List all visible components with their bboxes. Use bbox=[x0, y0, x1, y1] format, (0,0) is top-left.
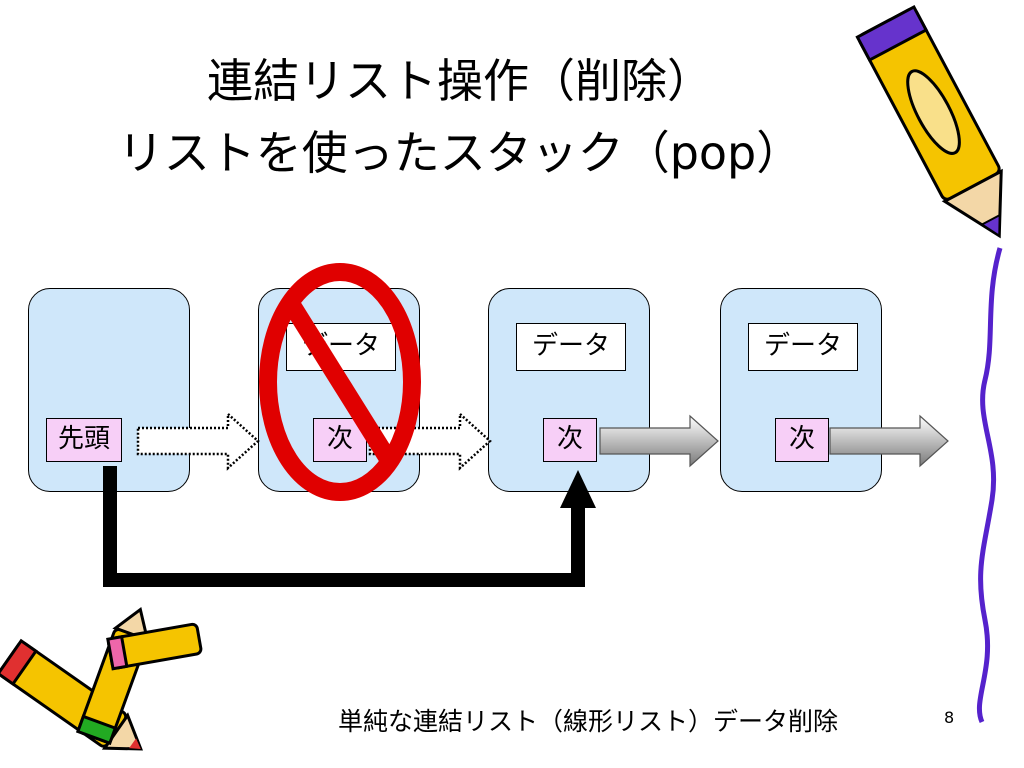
pencil-icon bbox=[855, 4, 1003, 239]
slide-footer: 単純な連結リスト（線形リスト）データ削除 bbox=[338, 707, 839, 736]
node-data-label: データ bbox=[748, 323, 858, 371]
node-next-label: 次 bbox=[543, 418, 597, 462]
next-pointer-arrow bbox=[599, 414, 719, 468]
old-head-pointer-arrow bbox=[136, 411, 260, 471]
head-node: 先頭 bbox=[28, 288, 190, 492]
node-data-label: データ bbox=[516, 323, 626, 371]
page-number: 8 bbox=[944, 708, 955, 727]
new-head-pointer-arrowhead bbox=[560, 470, 596, 508]
slide-title-line1: 連結リスト操作（削除） bbox=[207, 54, 713, 108]
prohibited-icon bbox=[259, 263, 421, 501]
node-next-label: 次 bbox=[775, 418, 829, 462]
list-node: データ 次 bbox=[488, 288, 650, 492]
next-pointer-arrow-out bbox=[829, 414, 949, 468]
head-label: 先頭 bbox=[46, 418, 122, 462]
list-node: データ 次 bbox=[720, 288, 882, 492]
decorative-wavy-border-icon bbox=[976, 247, 1003, 724]
slide-title-line2: リストを使ったスタック（pop） bbox=[117, 126, 803, 180]
pencils-icon bbox=[0, 606, 203, 751]
new-head-pointer-arrow bbox=[103, 466, 585, 587]
